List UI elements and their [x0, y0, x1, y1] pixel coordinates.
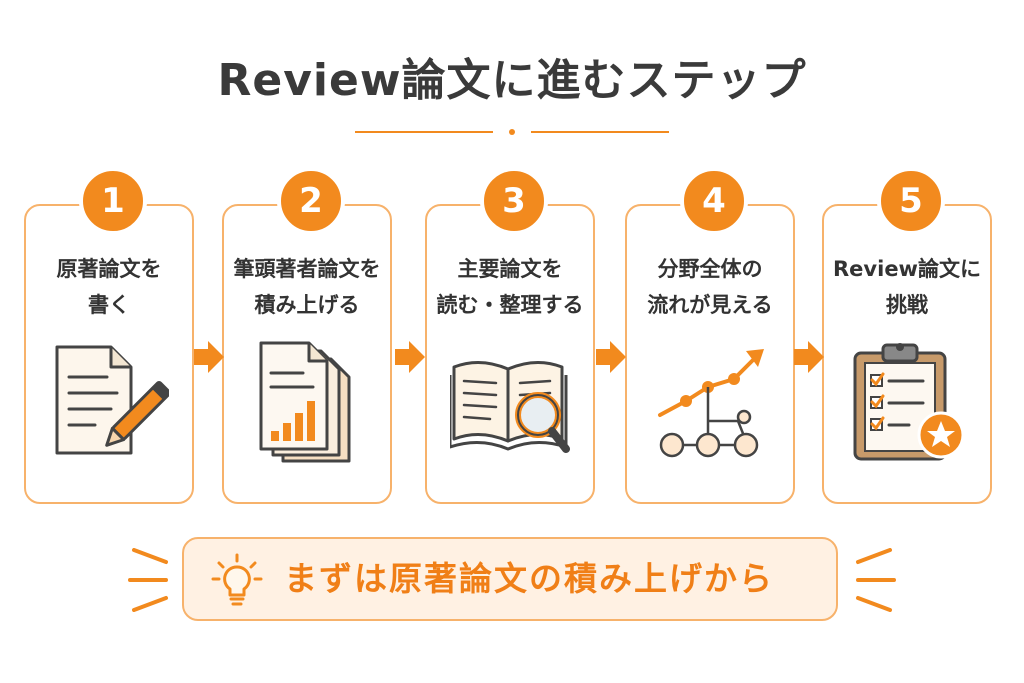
step-number-badge: 3	[480, 167, 548, 235]
document-pencil-icon	[55, 345, 169, 455]
step-card-4: 4 分野全体の 流れが見える	[625, 167, 795, 504]
step-label: 分野全体の 流れが見える	[647, 257, 773, 317]
arrow-right-icon	[596, 341, 626, 373]
step-card-frame	[425, 204, 595, 504]
step-label: 主要論文を 読む・整理する	[436, 257, 584, 317]
tip-text: まずは原著論文の積み上げから	[284, 559, 774, 598]
step-label: Review論文に 挑戦	[833, 257, 981, 317]
emphasis-rays-icon	[856, 548, 896, 612]
arrow-right-icon	[194, 341, 224, 373]
lightbulb-icon	[211, 553, 263, 606]
step-number-badge: 4	[680, 167, 748, 235]
clipboard-star-icon	[853, 343, 965, 461]
step-number-badge: 1	[79, 167, 147, 235]
step-card-1: 1 原著論文を 書く	[24, 167, 194, 504]
title-divider	[355, 129, 669, 135]
step-number-badge: 5	[877, 167, 945, 235]
stacked-papers-chart-icon	[259, 341, 351, 463]
step-label: 筆頭著者論文を 積み上げる	[233, 257, 381, 317]
arrow-right-icon	[794, 341, 824, 373]
trend-network-icon	[658, 349, 764, 458]
step-card-5: 5 Review論文に 挑戦	[822, 167, 992, 504]
tip-banner: まずは原著論文の積み上げから	[182, 537, 838, 621]
page-title: Review論文に進むステップ	[217, 55, 807, 106]
emphasis-rays-icon	[128, 548, 168, 612]
step-card-3: 3 主要論文を 読む・整理する	[425, 167, 595, 504]
step-card-2: 2 筆頭著者論文を 積み上げる	[222, 167, 392, 504]
step-label: 原著論文を 書く	[56, 257, 162, 317]
step-number-badge: 2	[277, 167, 345, 235]
arrow-right-icon	[395, 341, 425, 373]
book-magnifier-icon	[450, 361, 570, 453]
